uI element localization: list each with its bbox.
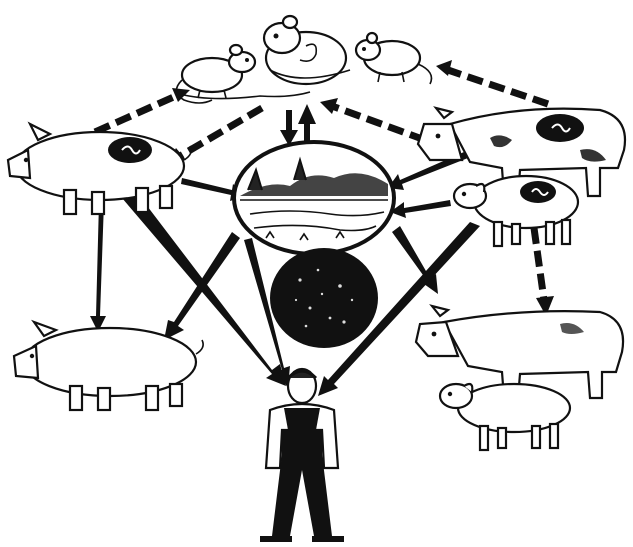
pig-healthy: [14, 322, 203, 410]
environment-soil: [270, 248, 378, 348]
sheep-healthy: [440, 384, 570, 450]
rodent-left: [176, 45, 255, 103]
infection-patch: [520, 181, 556, 203]
arrow-cow-to-rodent-right: [448, 70, 548, 104]
infection-patch: [536, 114, 584, 142]
rodent-right: [356, 33, 432, 84]
arrow-pig-to-rodent-left: [95, 95, 178, 132]
arrow-cow-to-rodent-center: [332, 106, 425, 140]
arrow-sheep-to-landscape: [390, 200, 451, 218]
human: [260, 369, 344, 542]
arrow-sheep-to-cow: [534, 228, 544, 300]
environment-landscape: [234, 142, 394, 254]
arrow-pig-to-pig: [90, 202, 106, 332]
arrow-rodent-to-landscape: [280, 110, 298, 146]
arrow-rodent-to-pig: [180, 108, 262, 156]
pig-infected: [8, 124, 191, 214]
arrow-landscape-to-rodent: [298, 104, 316, 146]
infection-patch: [108, 137, 152, 163]
sheep-infected: [454, 176, 578, 246]
